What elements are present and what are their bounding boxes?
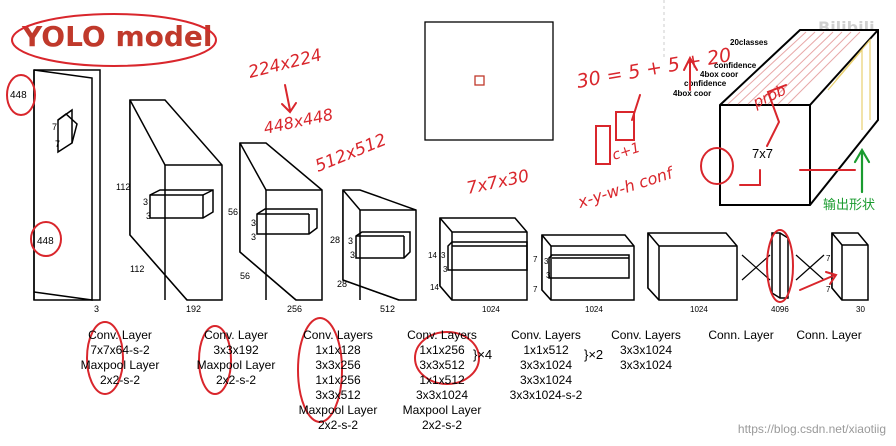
output-label-2: 4box coor <box>700 70 738 79</box>
caption-layer-7: Conn. Layer <box>708 328 774 342</box>
block-2-kernel-a: 3 <box>251 218 256 228</box>
output-label-0: 20classes <box>730 38 768 47</box>
block-7 <box>771 232 789 299</box>
image-frame <box>424 21 554 141</box>
diagram-title: YOLO model <box>22 20 213 53</box>
block-6 <box>647 232 738 301</box>
block-4 <box>439 217 528 301</box>
block-3-kernel-b: 3 <box>350 250 355 260</box>
output-shape-label: 输出形状 <box>823 198 876 213</box>
block-2-size-a: 56 <box>228 207 238 217</box>
block-8-depth: 30 <box>856 305 865 314</box>
block-input <box>33 69 101 301</box>
title-circle <box>11 13 217 67</box>
block-6-depth: 1024 <box>690 305 708 314</box>
block-8-size-a: 7 <box>826 254 831 263</box>
hw-xywh: x-y-w-h conf <box>574 163 677 213</box>
block-4-depth: 1024 <box>482 305 500 314</box>
output-label-4: 4box coor <box>673 89 711 98</box>
block-input-size-b: 448 <box>37 236 54 247</box>
block-3-size-b: 28 <box>337 279 347 289</box>
block-2-depth: 256 <box>287 304 302 314</box>
conn-arrows-1 <box>741 254 771 281</box>
block-1-kernel-a: 3 <box>143 197 148 207</box>
repeat-x2: }×2 <box>584 347 604 362</box>
block-input-size-a: 448 <box>10 90 27 101</box>
output-label-3: confidence <box>684 79 727 88</box>
block-3 <box>342 189 417 301</box>
watermark: https://blog.csdn.net/xiaotiig <box>737 422 886 436</box>
block-1-size-b: 112 <box>130 264 144 274</box>
block-5-size-b: 7 <box>533 285 538 294</box>
block-input-kernel-a: 7 <box>52 122 57 132</box>
block-1-kernel-b: 3 <box>146 211 151 221</box>
block-input-depth: 3 <box>94 304 99 314</box>
hw-448: 448x448 <box>262 105 335 138</box>
block-5-kernel-b: 3 <box>546 271 551 280</box>
block-3-kernel-a: 3 <box>348 236 353 246</box>
output-arrow-icon <box>853 147 871 194</box>
block-3-size-a: 28 <box>330 235 340 245</box>
block-2-kernel-b: 3 <box>251 232 256 242</box>
block-5-kernel-a: 3 <box>544 257 549 266</box>
block-1 <box>129 99 223 301</box>
hw-512: 512x512 <box>312 130 389 177</box>
block-2 <box>239 142 323 301</box>
output-grid-label: 7x7 <box>752 146 773 161</box>
repeat-x4: }×4 <box>473 347 493 362</box>
block-1-depth: 192 <box>186 304 201 314</box>
block-5 <box>541 234 635 301</box>
block-4-kernel-a: 3 <box>441 251 446 260</box>
block-input-kernel-b: 7 <box>55 139 60 149</box>
output-tensor <box>719 29 879 206</box>
conn-arrows-2 <box>795 254 825 281</box>
block-4-size-a: 14 <box>428 251 437 260</box>
block-4-kernel-b: 3 <box>443 265 448 274</box>
block-8-size-b: 7 <box>826 285 831 294</box>
output-tensor-highlight <box>827 38 871 130</box>
block-8 <box>831 232 869 301</box>
block-4-size-b: 14 <box>430 283 439 292</box>
block-2-size-b: 56 <box>240 271 250 281</box>
block-3-depth: 512 <box>380 304 395 314</box>
block-5-size-a: 7 <box>533 255 538 264</box>
hw-7x7x30: 7x7x30 <box>465 166 531 199</box>
handwritten-annotations <box>6 55 856 423</box>
hw-224: 224x224 <box>246 45 324 83</box>
caption-layer-8: Conn. Layer <box>796 328 862 342</box>
block-1-size-a: 112 <box>116 182 130 192</box>
block-7-depth: 4096 <box>771 305 789 314</box>
block-5-depth: 1024 <box>585 305 603 314</box>
hw-c1: c+1 <box>610 140 642 164</box>
output-label-1: confidence <box>714 61 757 70</box>
